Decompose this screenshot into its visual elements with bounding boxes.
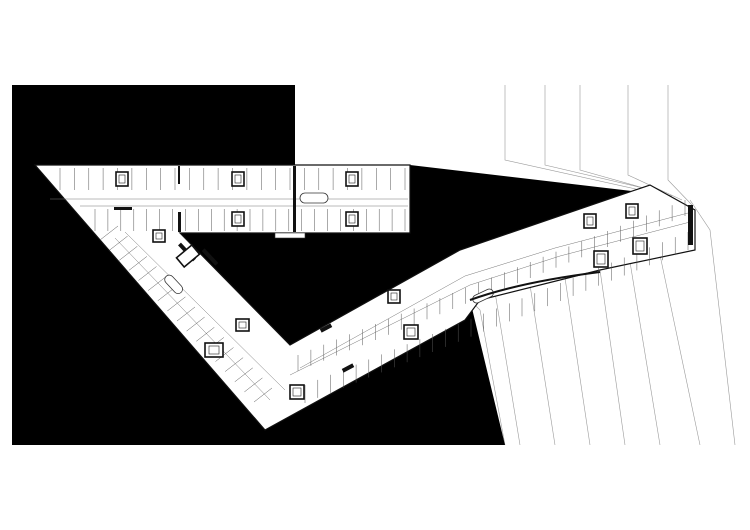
core-north-3: [345, 171, 359, 187]
stalls-east-bottom: [304, 232, 689, 403]
core-north-4: [231, 211, 245, 227]
wall-east-1: [319, 323, 333, 333]
core-north-1: [115, 171, 129, 187]
parking-wing-east: [289, 200, 693, 403]
parking-stall-line: [128, 256, 148, 271]
core-east-2: [387, 289, 401, 304]
core-north-2: [231, 171, 245, 187]
floor-plate: [33, 164, 696, 431]
parking-stall-line: [234, 367, 253, 382]
ramp-diagonal: [164, 274, 183, 294]
wall-north-4: [178, 166, 180, 184]
parking-stall-line: [176, 306, 196, 322]
stalls-north-bottom: [94, 209, 406, 231]
site-context-lines: [469, 85, 736, 446]
wall-diag-2: [201, 248, 219, 266]
core-east-7: [632, 237, 648, 255]
parking-stall-line: [244, 377, 263, 393]
service-cores: [115, 171, 648, 400]
core-east-4: [583, 213, 597, 229]
wall-north-1: [114, 207, 132, 210]
core-north-5: [345, 211, 359, 227]
parking-stall-line: [215, 347, 234, 362]
parking-stall-line: [167, 296, 186, 312]
core-north-6: [152, 229, 166, 243]
curved-edge: [469, 271, 601, 301]
ramp-north: [299, 192, 329, 204]
parking-stall-line: [186, 316, 205, 332]
core-east-5: [593, 250, 609, 268]
core-diag-1: [175, 243, 201, 269]
wall-east-3: [688, 205, 693, 245]
parking-stall-line: [196, 327, 215, 342]
parking-stall-line: [119, 246, 138, 261]
parking-stall-line: [224, 357, 244, 372]
core-diag-2: [204, 342, 224, 358]
parking-stall-line: [253, 387, 273, 403]
parking-stall-line: [99, 225, 119, 241]
wall-east-2: [341, 363, 355, 373]
core-east-1: [289, 384, 305, 400]
stalls-east-top: [297, 200, 686, 371]
wall-north-2: [178, 212, 181, 232]
parking-stall-line: [138, 266, 157, 281]
core-east-6: [625, 203, 639, 219]
parking-stall-line: [109, 235, 128, 251]
core-east-3: [403, 324, 419, 340]
entry-gate: [274, 232, 306, 239]
core-diag-3: [235, 318, 250, 332]
wall-north-3: [293, 166, 296, 232]
parking-stall-line: [147, 276, 167, 291]
